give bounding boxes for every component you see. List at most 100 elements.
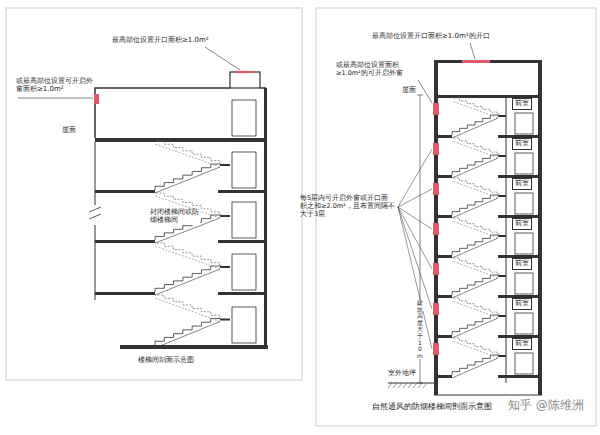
stair-landing <box>220 215 230 217</box>
stair-landing <box>498 355 506 357</box>
exterior-wall <box>434 60 438 395</box>
callout-note: 或最高部位设置可开启外窗面积≥1.0m² <box>16 77 96 94</box>
ground-slab <box>120 345 268 349</box>
ground-hatch <box>418 383 422 388</box>
ground-line <box>388 383 434 384</box>
stair-soffit <box>452 301 498 318</box>
openable-window <box>433 183 439 195</box>
stair-soffit <box>452 341 498 358</box>
anteroom-box: 前室 <box>512 258 532 270</box>
stair-soffit <box>452 118 498 138</box>
stair-flight <box>452 338 498 355</box>
parapet-wall <box>434 60 462 63</box>
stair-soffit <box>452 358 498 378</box>
stair-flight <box>452 275 498 295</box>
door <box>515 313 533 334</box>
anteroom-box: 前室 <box>512 298 532 310</box>
ground-hatch <box>393 383 397 388</box>
stair-flight <box>452 115 498 135</box>
ground-hatch <box>423 383 427 388</box>
panel-frame <box>316 8 596 426</box>
floor-slab <box>438 375 452 378</box>
wall-line <box>95 142 96 205</box>
floor-slab <box>218 190 267 193</box>
stair-soffit <box>452 278 498 298</box>
openable-window <box>433 143 439 155</box>
floor-slab <box>95 292 155 295</box>
openable-window <box>433 103 439 115</box>
stair-soffit <box>155 322 220 349</box>
stair-flight <box>452 98 498 115</box>
floor-slab <box>218 292 267 295</box>
stair-landing <box>498 195 506 197</box>
room-label: 前室 <box>515 99 529 107</box>
foundation-line <box>434 395 542 396</box>
floor-label: 屋面 <box>62 126 76 134</box>
door <box>515 153 533 174</box>
partition-wall <box>506 98 507 383</box>
leader-line <box>398 207 432 269</box>
floor-slab <box>95 190 155 193</box>
stair-flight <box>452 235 498 255</box>
dimension-label: 建筑高度大于10m <box>417 300 423 359</box>
ground-hatch <box>388 383 392 388</box>
openable-window <box>433 303 439 315</box>
room-label: 前室 <box>515 219 529 227</box>
door <box>515 233 533 254</box>
watermark: 知乎 @陈维洲 <box>508 398 584 412</box>
stair-flight <box>452 258 498 275</box>
floor-slab <box>438 335 452 338</box>
roof-opening <box>462 60 490 63</box>
anteroom-box: 前室 <box>512 138 532 150</box>
anteroom-box: 前室 <box>512 98 532 110</box>
stair-landing <box>498 235 506 237</box>
door <box>232 254 256 290</box>
stair-flight <box>155 243 220 266</box>
room-label: 前室 <box>515 299 529 307</box>
stair-soffit <box>452 158 498 178</box>
callout-note: 最高部位设置开口面积≥1.0m²的开口 <box>372 32 490 40</box>
ground-hatch <box>408 383 412 388</box>
door <box>515 273 533 294</box>
space-label: 封闭楼梯间或防烟楼梯间 <box>150 208 200 225</box>
ground-hatch <box>403 383 407 388</box>
leader-line <box>205 47 240 70</box>
stair-flight <box>155 295 220 319</box>
leader-line <box>398 189 432 207</box>
stair-flight <box>452 298 498 315</box>
door <box>515 193 533 214</box>
anteroom-box: 前室 <box>512 338 532 350</box>
dimension-tick <box>417 95 423 96</box>
stair-landing <box>498 315 506 317</box>
parapet-wall <box>490 60 542 63</box>
break-symbol <box>89 207 101 219</box>
floor-slab <box>218 240 267 243</box>
door <box>232 100 256 136</box>
room-label: 前室 <box>515 139 529 147</box>
stair-flight <box>452 218 498 235</box>
parapet-wall <box>95 88 230 138</box>
anteroom-box: 前室 <box>512 178 532 190</box>
leader-line <box>398 207 432 229</box>
roof-slab <box>95 138 267 142</box>
callout-note: 最高部位设置开口面积≥1.0m² <box>112 36 209 44</box>
floor-slab <box>498 375 538 378</box>
floor-slab <box>438 175 452 178</box>
exterior-wall <box>538 60 542 395</box>
stair-soffit <box>452 141 498 158</box>
wall-line <box>95 225 96 300</box>
openable-window <box>94 94 99 104</box>
door <box>515 353 533 374</box>
stair-landing <box>220 266 230 268</box>
stair-flight <box>452 195 498 215</box>
floor-slab <box>438 135 452 138</box>
exterior-wall <box>264 88 267 348</box>
leader-line <box>18 98 93 99</box>
roof-opening <box>236 71 254 73</box>
stair-landing <box>498 155 506 157</box>
door <box>232 202 256 238</box>
stair-soffit <box>155 167 220 193</box>
figure-caption: 楼梯间剖面示意图 <box>138 356 194 364</box>
openable-window <box>433 263 439 275</box>
